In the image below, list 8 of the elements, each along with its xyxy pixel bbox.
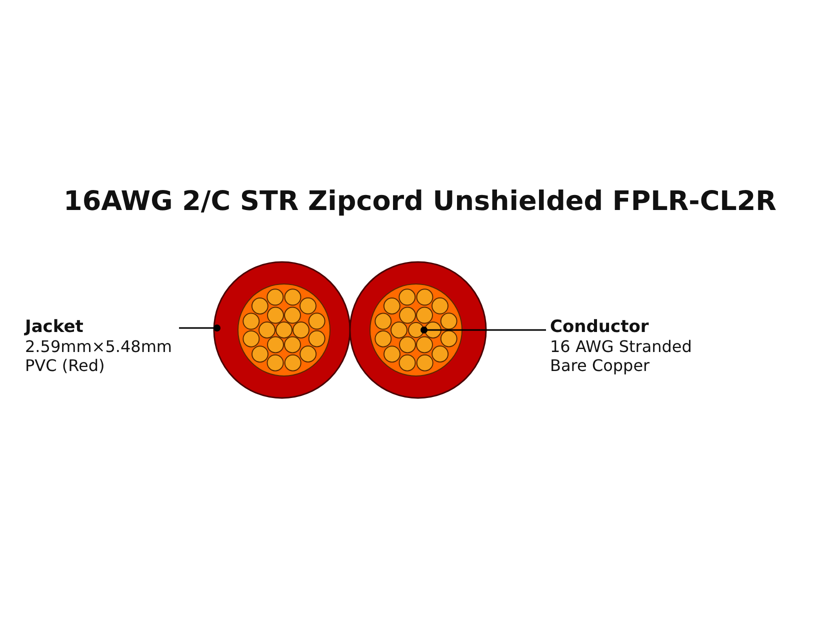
leader-line <box>179 324 220 332</box>
callout-heading: Conductor <box>550 318 650 337</box>
callout-description: 2.59mm×5.48mm PVC (Red) <box>25 337 173 375</box>
leader-line <box>420 326 546 334</box>
callout-description: 16 AWG Stranded Bare Copper <box>550 337 693 375</box>
cable-jacket <box>214 262 486 398</box>
callout-heading: Jacket <box>25 318 84 337</box>
diagram-title: 16AWG 2/C STR Zipcord Unshielded FPLR-CL2R <box>62 186 778 217</box>
